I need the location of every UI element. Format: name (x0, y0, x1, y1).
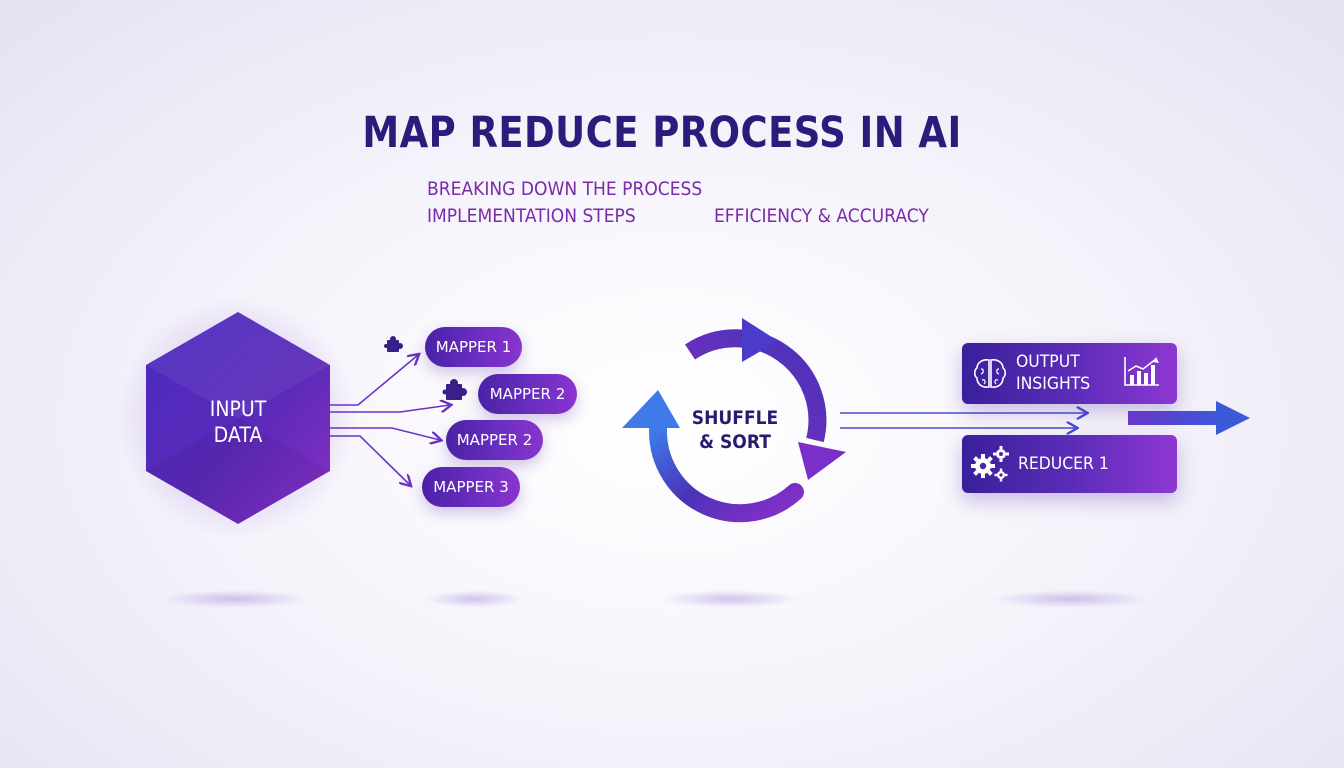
floor-shadow (990, 590, 1150, 608)
connector-arrow (330, 427, 440, 440)
input-label-line2: DATA (213, 423, 263, 447)
input-label-line1: INPUT (209, 397, 267, 421)
mapper-connectors (330, 355, 450, 485)
bar-chart-icon (1124, 357, 1159, 386)
cycle-arc (685, 329, 827, 443)
brain-icon (973, 359, 1007, 388)
connector-arrow (330, 435, 410, 485)
puzzle-icon (442, 379, 467, 400)
cycle-arrowhead (798, 442, 846, 480)
output-insights-label: OUTPUT INSIGHTS (1016, 351, 1090, 395)
cycle-arrowhead (622, 390, 680, 428)
mapper-2b-pill[interactable]: MAPPER 2 (446, 420, 543, 460)
subtitle-breaking-down: BREAKING DOWN THE PROCESS (427, 178, 703, 200)
reducer-card[interactable]: REDUCER 1 (962, 435, 1177, 493)
subtitle-implementation: IMPLEMENTATION STEPS (427, 205, 636, 227)
output-label-line2: INSIGHTS (1016, 374, 1091, 394)
output-connectors (840, 413, 1086, 428)
output-label-line1: OUTPUT (1016, 352, 1080, 372)
floor-shadow (660, 590, 800, 608)
mapper-3-pill[interactable]: MAPPER 3 (422, 467, 520, 507)
shuffle-label-line1: SHUFFLE (691, 407, 779, 429)
shuffle-sort-label: SHUFFLE & SORT (686, 406, 785, 454)
gears-icon (971, 446, 1009, 482)
puzzle-icon (384, 336, 403, 352)
reducer-label: REDUCER 1 (1018, 454, 1109, 474)
input-data-label: INPUT DATA (191, 396, 285, 448)
connector-arrow (330, 355, 418, 406)
mapper-2-pill[interactable]: MAPPER 2 (478, 374, 577, 414)
output-insights-card[interactable]: OUTPUT INSIGHTS (962, 343, 1177, 404)
mapper-1-pill[interactable]: MAPPER 1 (425, 327, 522, 367)
floor-shadow (160, 590, 310, 608)
page-title: MAP REDUCE PROCESS IN AI (362, 108, 962, 158)
cycle-arrowhead (742, 318, 778, 362)
final-arrow-icon (1128, 401, 1250, 435)
input-data-hexagon (146, 312, 330, 524)
subtitle-efficiency: EFFICIENCY & ACCURACY (714, 205, 929, 227)
cycle-arc (648, 421, 804, 523)
shuffle-sort-cycle (622, 318, 846, 523)
connector-arrow (330, 405, 450, 413)
shuffle-label-line2: & SORT (699, 431, 771, 453)
floor-shadow (425, 590, 525, 608)
